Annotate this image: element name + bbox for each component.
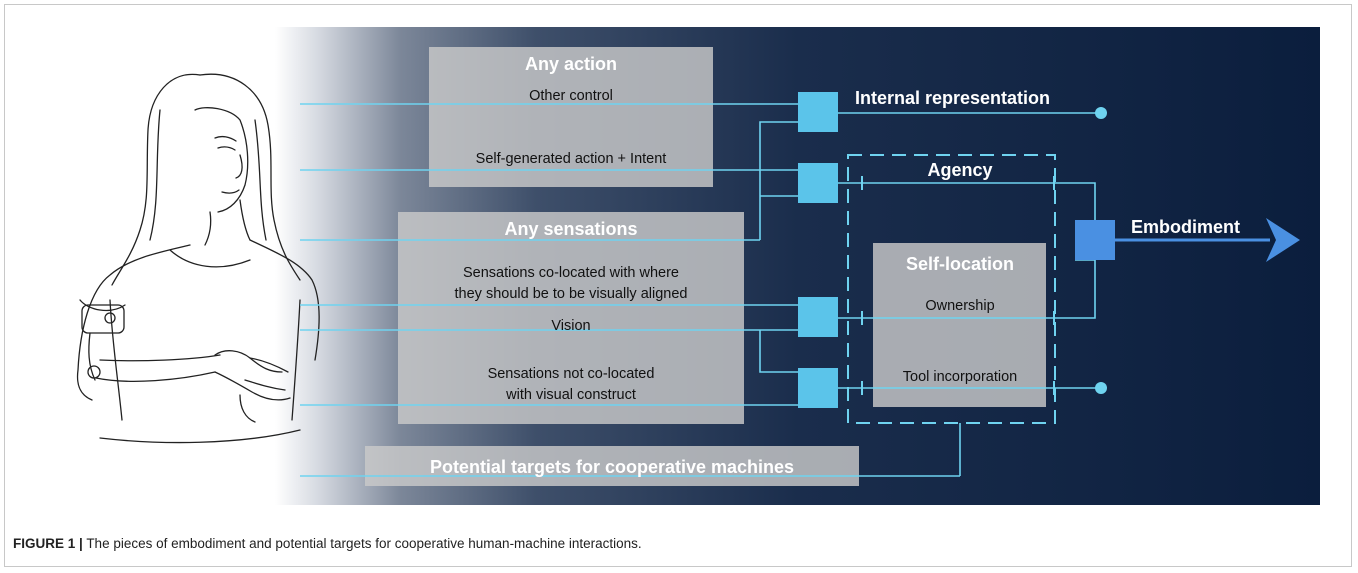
targets-label: Potential targets for cooperative machin…: [430, 457, 794, 477]
node-embodiment: [1075, 220, 1115, 260]
ownership-label: Ownership: [925, 298, 994, 314]
not-colocated-line2: with visual construct: [505, 387, 636, 403]
node-agency: [798, 163, 838, 203]
any-action-title: Any action: [525, 54, 617, 74]
node-internal-representation: [798, 92, 838, 132]
internal-representation-label: Internal representation: [855, 88, 1050, 108]
other-control-label: Other control: [529, 88, 613, 104]
node-ownership: [798, 297, 838, 337]
not-colocated-line1: Sensations not co-located: [488, 366, 655, 382]
colocated-line1: Sensations co-located with where: [463, 265, 679, 281]
any-action-box: [429, 47, 713, 187]
tool-incorporation-label: Tool incorporation: [903, 369, 1017, 385]
figure-caption: FIGURE 1 | The pieces of embodiment and …: [13, 536, 642, 551]
any-sensations-box: [398, 212, 744, 424]
terminal-dot-tool: [1095, 382, 1107, 394]
node-tool-incorporation: [798, 368, 838, 408]
terminal-dot-internal: [1095, 107, 1107, 119]
agency-label: Agency: [927, 160, 992, 180]
embodiment-arrowhead: [1266, 218, 1300, 262]
self-generated-label: Self-generated action + Intent: [476, 151, 667, 167]
caption-text: The pieces of embodiment and potential t…: [86, 536, 642, 551]
vision-label: Vision: [551, 318, 590, 334]
any-sensations-title: Any sensations: [504, 219, 637, 239]
person-illustration: [76, 73, 320, 444]
self-location-dashed-frame: [847, 154, 1056, 424]
embodiment-label: Embodiment: [1131, 217, 1240, 237]
caption-label: FIGURE 1 |: [13, 536, 83, 551]
targets-box: [365, 446, 859, 486]
self-location-title: Self-location: [906, 254, 1014, 274]
colocated-line2: they should be to be visually aligned: [455, 286, 688, 302]
self-location-box: [873, 243, 1046, 407]
tick-marks: [861, 176, 1055, 395]
